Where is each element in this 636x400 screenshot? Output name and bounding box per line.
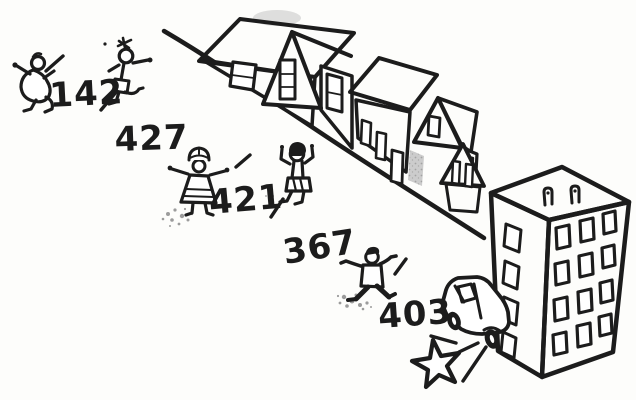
- runner-jumper-hair: [289, 142, 306, 156]
- runner-near-car: [336, 246, 398, 311]
- chimney-left: [542, 186, 554, 207]
- runner-jumper-shorts: [284, 176, 313, 193]
- house-3: [348, 56, 439, 186]
- bib-label-403: 403: [377, 292, 454, 337]
- chimney-right: [569, 184, 581, 205]
- runner-near-car-shirt: [359, 263, 385, 289]
- star-icon: [409, 337, 462, 390]
- car-wheel-front: [447, 311, 461, 331]
- runner-far-left: [12, 52, 56, 114]
- apartment-building: [488, 164, 632, 380]
- dust-cloud-skirt: [161, 207, 194, 227]
- house-4-gable-window: [426, 114, 442, 139]
- car: [441, 275, 511, 349]
- dust-cloud-near-car: [336, 293, 372, 311]
- impact-lines: [429, 334, 488, 383]
- star-burst: [409, 334, 488, 390]
- bib-labels: 142 427 421 367 403: [44, 54, 454, 337]
- house-5: [439, 142, 486, 214]
- runner-skirt-head: [191, 158, 207, 174]
- house-3-window: [359, 118, 373, 148]
- building-left-wall: [488, 190, 552, 380]
- bib-label-427: 427: [114, 117, 189, 160]
- car-wheel-rear: [484, 329, 500, 349]
- house-2-gable-window: [278, 58, 297, 101]
- runner-near-car-hair: [366, 246, 380, 255]
- house-2: [261, 30, 354, 150]
- runner-skirt: [161, 146, 230, 227]
- runner-upper-left-head: [117, 47, 135, 65]
- building-left-windows: [499, 222, 523, 360]
- building-front-windows: [551, 209, 618, 357]
- house-3-window: [374, 130, 388, 162]
- bib-label-142: 142: [48, 72, 124, 116]
- house-5-window: [450, 159, 462, 186]
- house-3-window: [389, 148, 405, 186]
- runner-far-left-head: [29, 54, 47, 72]
- house-5-window: [463, 162, 475, 189]
- bib-label-367: 367: [280, 222, 359, 273]
- building-front-face: [539, 199, 632, 380]
- tally-marks: [44, 54, 408, 276]
- house-row: [197, 10, 486, 214]
